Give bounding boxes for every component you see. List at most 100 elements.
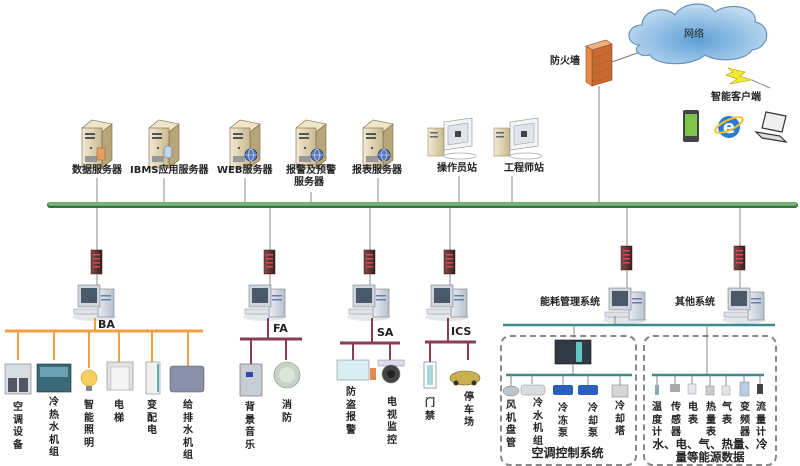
server-report-label[interactable]: 报表服务器 bbox=[352, 165, 402, 176]
meter-device-label: 流量计 bbox=[756, 402, 766, 438]
station-engineer[interactable] bbox=[493, 117, 543, 160]
server-connectors bbox=[96, 86, 741, 250]
ac-unit-icon bbox=[4, 363, 32, 395]
inverter-icon bbox=[739, 381, 750, 397]
fan-coil-icon bbox=[502, 385, 520, 397]
light-bulb-icon bbox=[80, 369, 98, 391]
meter-device-label: 热量表 bbox=[706, 402, 716, 438]
ba-label: BA bbox=[98, 318, 115, 331]
lightning-icon bbox=[725, 67, 753, 85]
sa-workstation-icon bbox=[346, 284, 392, 322]
ba-device-label: 智能照明 bbox=[84, 400, 94, 449]
hvac-device-label: 冷冻泵 bbox=[558, 403, 568, 439]
energy-workstation-icon bbox=[602, 287, 648, 325]
server-report[interactable] bbox=[362, 119, 394, 169]
sa-device-label: 防盗报警 bbox=[346, 387, 356, 436]
flow-meter-icon bbox=[757, 384, 763, 394]
energy-tower-icon bbox=[620, 245, 633, 271]
energy-data-title-line1: 水、电、气、热量、冷 bbox=[652, 437, 768, 451]
meter-device-label: 温度计 bbox=[652, 402, 662, 438]
ics-label: ICS bbox=[451, 325, 472, 338]
sa-label: SA bbox=[377, 326, 394, 339]
elevator-icon bbox=[106, 361, 134, 391]
fa-label: FA bbox=[273, 322, 288, 335]
ics-device-label: 门禁 bbox=[425, 398, 435, 422]
sa-device-label: 电视监控 bbox=[387, 397, 397, 446]
water-pump-unit-icon bbox=[169, 365, 205, 393]
meter-device-label: 气表 bbox=[722, 402, 732, 426]
server-alarm-label[interactable]: 报警及预警 bbox=[286, 165, 336, 176]
fa-device-label: 消防 bbox=[282, 400, 292, 424]
ba-device-label: 冷热水机组 bbox=[49, 397, 59, 458]
sa-tower-icon bbox=[363, 249, 376, 275]
gas-meter-icon bbox=[721, 385, 731, 396]
fa-workstation-icon bbox=[242, 284, 288, 322]
heat-meter-icon bbox=[705, 385, 715, 396]
chilled-pump-icon bbox=[553, 385, 573, 395]
alarm-keypad-icon bbox=[336, 359, 376, 381]
hvac-device-label: 冷却塔 bbox=[615, 401, 625, 437]
browser-icon: e bbox=[714, 116, 744, 138]
svg-text:e: e bbox=[723, 117, 735, 138]
car-parking-icon bbox=[449, 370, 481, 386]
other-workstation-icon bbox=[721, 287, 767, 325]
ba-tower-icon bbox=[90, 249, 103, 275]
hvac-device-label: 冷却泵 bbox=[588, 403, 598, 439]
energy-system-label: 能耗管理系统 bbox=[540, 297, 600, 308]
fa-tower-icon bbox=[263, 249, 276, 275]
server-ibms-label[interactable]: IBMS应用服务器 bbox=[130, 165, 209, 176]
hvac-device-label: 冷水机组 bbox=[533, 398, 543, 447]
main-network-bus bbox=[47, 202, 798, 208]
other-system-label: 其他系统 bbox=[675, 297, 715, 308]
server-alarm[interactable] bbox=[295, 119, 327, 169]
other-tower-icon bbox=[733, 245, 746, 271]
server-alarm-label-2[interactable]: 服务器 bbox=[294, 177, 324, 188]
thermometer-icon bbox=[655, 385, 659, 395]
ba-device-label: 空调设备 bbox=[13, 402, 23, 451]
server-data[interactable] bbox=[81, 119, 113, 169]
ba-workstation-icon bbox=[71, 284, 117, 322]
ics-workstation-icon bbox=[424, 284, 470, 322]
chiller-unit-icon bbox=[520, 384, 546, 396]
station-engineer-label[interactable]: 工程师站 bbox=[504, 163, 544, 174]
server-web[interactable] bbox=[229, 119, 261, 169]
hvac-device-label: 风机盘管 bbox=[506, 400, 516, 449]
hvac-control-title: 空调控制系统 bbox=[531, 446, 604, 460]
ba-device-label: 变配电 bbox=[147, 400, 157, 436]
laptop-icon bbox=[754, 111, 788, 143]
cloud-network-icon bbox=[628, 3, 768, 65]
smart-clients-title: 智能客户端 bbox=[711, 92, 761, 103]
access-control-icon bbox=[423, 361, 437, 389]
cooling-pump-icon bbox=[578, 385, 598, 395]
electric-meter-icon bbox=[687, 383, 697, 395]
plc-controller-icon bbox=[554, 339, 592, 365]
background-music-panel-icon bbox=[239, 363, 263, 397]
meter-device-label: 变频器 bbox=[740, 402, 750, 438]
meter-device-label: 传感器 bbox=[671, 402, 681, 438]
energy-data-region bbox=[643, 335, 777, 466]
smoke-detector-icon bbox=[273, 361, 301, 389]
station-operator[interactable] bbox=[427, 117, 477, 160]
cloud-label: 网络 bbox=[684, 29, 704, 40]
meter-device-label: 电表 bbox=[688, 402, 698, 426]
server-web-label[interactable]: WEB服务器 bbox=[217, 165, 273, 176]
firewall-icon bbox=[585, 39, 613, 87]
ba-device-label: 电梯 bbox=[114, 400, 124, 424]
energy-data-title-line2: 量等能源数据 bbox=[675, 450, 745, 464]
cooling-tower-icon bbox=[611, 384, 629, 398]
sensor-icon bbox=[670, 384, 680, 392]
ics-tower-icon bbox=[443, 249, 456, 275]
hvac-control-region bbox=[500, 335, 637, 466]
server-ibms-app[interactable] bbox=[148, 119, 180, 169]
ba-device-label: 给排水机组 bbox=[183, 400, 193, 461]
firewall-label: 防火墙 bbox=[550, 56, 580, 67]
chiller-icon bbox=[36, 363, 72, 393]
station-operator-label[interactable]: 操作员站 bbox=[437, 163, 477, 174]
power-cabinet-icon bbox=[145, 361, 161, 395]
smartphone-icon bbox=[683, 110, 699, 142]
fa-device-label: 背景音乐 bbox=[245, 402, 255, 451]
server-data-label[interactable]: 数据服务器 bbox=[72, 165, 122, 176]
cctv-camera-icon bbox=[377, 359, 405, 384]
ics-device-label: 停车场 bbox=[464, 392, 474, 428]
